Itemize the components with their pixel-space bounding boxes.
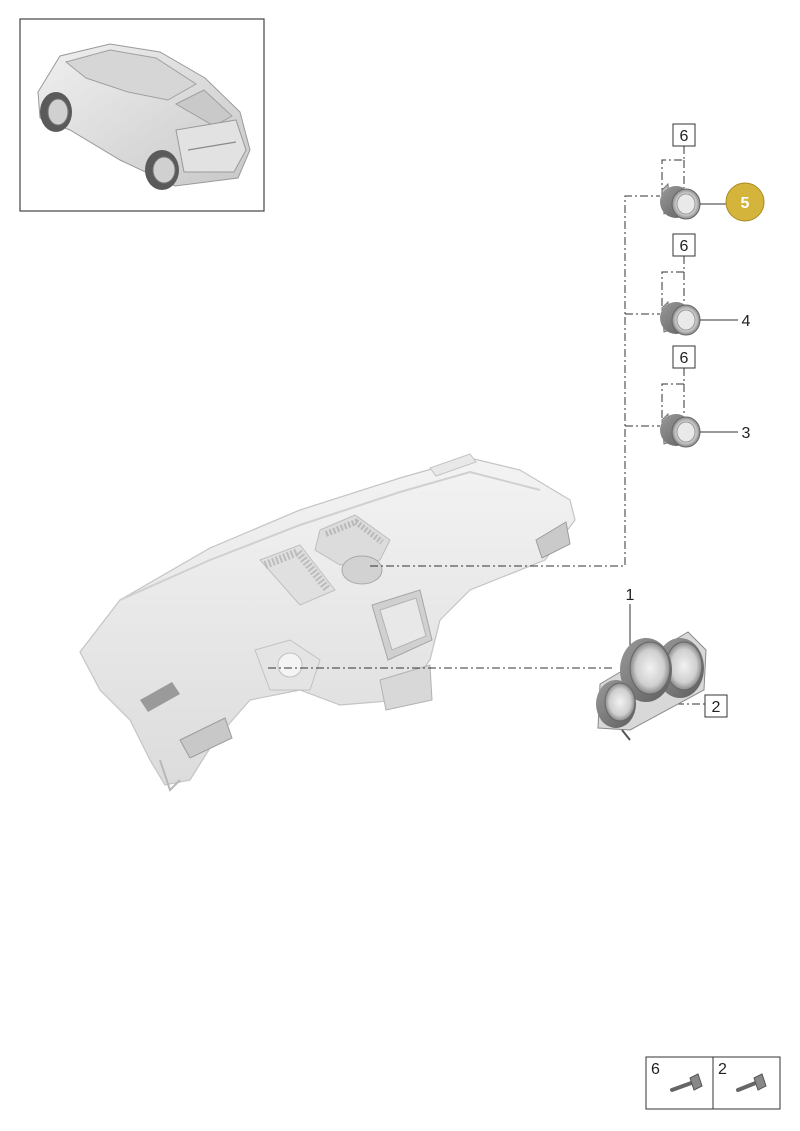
- svg-text:6: 6: [680, 238, 689, 255]
- svg-text:2: 2: [712, 699, 721, 716]
- gauge-part-5[interactable]: [660, 182, 701, 220]
- svg-text:6: 6: [680, 350, 689, 367]
- svg-text:6: 6: [680, 128, 689, 145]
- callout-6-mid[interactable]: 6: [672, 233, 696, 257]
- dash-clock-mount: [341, 555, 383, 585]
- dashboard-illustration: [79, 453, 576, 792]
- callout-2-box[interactable]: 2: [704, 694, 728, 718]
- legend-number-2: 2: [718, 1061, 727, 1078]
- callout-1[interactable]: 1: [626, 587, 635, 604]
- suv-icon: [37, 43, 251, 190]
- callout-3[interactable]: 3: [742, 425, 751, 442]
- gauge-part-4[interactable]: [660, 300, 701, 336]
- screw-icon: [670, 1073, 703, 1092]
- vehicle-thumbnail: [19, 18, 265, 212]
- screw-icon: [736, 1073, 767, 1092]
- number-leaders: [629, 203, 738, 648]
- callout-4[interactable]: 4: [742, 313, 751, 330]
- fastener-legend: 6 2: [645, 1056, 781, 1110]
- callout-6-top[interactable]: 6: [672, 123, 696, 147]
- callout-5-highlight[interactable]: 5: [725, 182, 765, 222]
- instrument-cluster-part-1[interactable]: [596, 631, 707, 741]
- gauge-part-3[interactable]: [660, 412, 701, 448]
- legend-number-6: 6: [651, 1061, 660, 1078]
- svg-text:5: 5: [741, 195, 750, 212]
- callout-6-low[interactable]: 6: [672, 345, 696, 369]
